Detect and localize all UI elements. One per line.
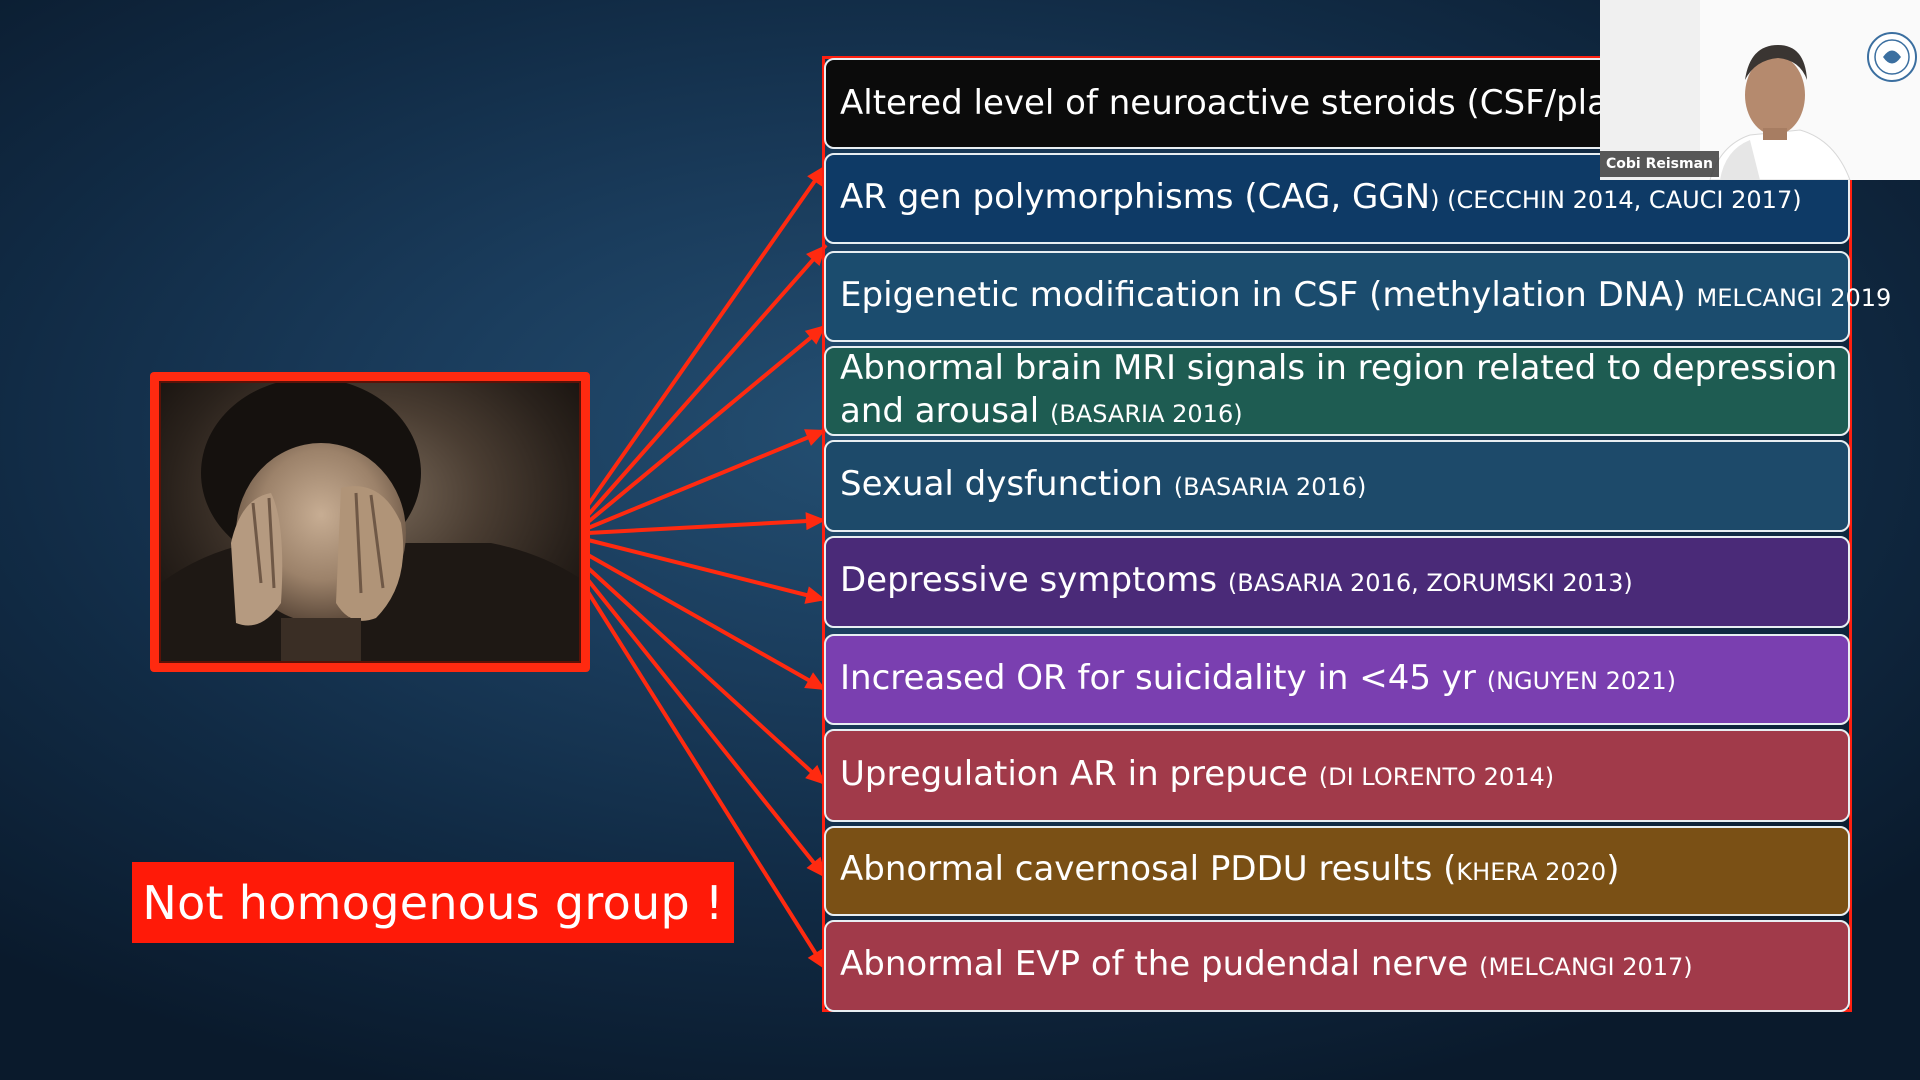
item-line: AR gen polymorphisms (CAG, GGN) (CECCHIN… (840, 176, 1834, 222)
item-text: Increased OR for suicidality in <45 yr (840, 657, 1487, 698)
item-line: Abnormal EVP of the pudendal nerve (MELC… (840, 943, 1834, 989)
item-line: Sexual dysfunction (BASARIA 2016) (840, 463, 1834, 509)
photo-frame (150, 372, 590, 672)
arrow-line (586, 243, 828, 517)
arrow-line (587, 518, 827, 535)
arrowhead-icon (804, 586, 826, 604)
item-citation: (NGUYEN 2021) (1486, 666, 1677, 695)
item-line: Upregulation AR in prepuce (DI LORENTO 2… (840, 753, 1834, 799)
arrow-line (587, 428, 827, 530)
society-logo-icon (1867, 32, 1917, 82)
list-item: Abnormal cavernosal PDDU results (KHERA … (824, 826, 1850, 916)
item-text: Depressive symptoms (840, 560, 1228, 600)
item-citation: (BASARIA 2016, ZORUMSKI 2013) (1227, 569, 1633, 597)
item-citation: (DI LORENTO 2014) (1318, 762, 1555, 791)
item-citation: (BASARIA 2016) (1173, 473, 1367, 501)
arrowhead-icon (807, 948, 826, 970)
item-text: Abnormal cavernosal PDDU results ( (840, 849, 1457, 889)
arrow-line (587, 538, 827, 602)
item-line: Depressive symptoms (BASARIA 2016, ZORUM… (840, 559, 1834, 605)
not-homogenous-label: Not homogenous group ! (132, 862, 734, 943)
speaker-name-tag: Cobi Reisman (1600, 151, 1719, 177)
arrow-line (586, 163, 828, 507)
item-citation: MELCANGI 2019 (1696, 283, 1892, 312)
list-item: Depressive symptoms (BASARIA 2016, ZORUM… (824, 536, 1850, 628)
arrowhead-icon (804, 429, 826, 446)
list-item: Increased OR for suicidality in <45 yr (… (824, 634, 1850, 725)
arrowhead-icon (804, 672, 826, 690)
arrowhead-icon (805, 512, 826, 531)
arrow-line (586, 578, 828, 880)
arrowhead-icon (805, 764, 826, 785)
list-item: Sexual dysfunction (BASARIA 2016) (824, 440, 1850, 532)
item-citation: KHERA 2020 (1456, 858, 1607, 886)
arrowhead-icon (804, 325, 826, 345)
item-text: Altered level of neuroactive steroids (C… (840, 83, 1659, 123)
item-text: and arousal (840, 390, 1050, 431)
item-text: Epigenetic modification in CSF (methylat… (840, 274, 1697, 315)
list-item: Abnormal brain MRI signals in region rel… (824, 346, 1850, 436)
item-line: Abnormal brain MRI signals in region rel… (840, 347, 1838, 390)
item-line: Increased OR for suicidality in <45 yr (… (840, 657, 1834, 703)
item-line: Altered level of neuroactive steroids (C… (840, 82, 1834, 125)
webcam-video[interactable] (1600, 0, 1920, 180)
man-silhouette-icon (161, 383, 579, 661)
arrowhead-icon (806, 856, 826, 878)
arrow-line (587, 553, 827, 692)
arrowhead-icon (806, 245, 826, 266)
arrow-line (586, 566, 828, 787)
arrow-line (586, 590, 828, 972)
arrowhead-icon (807, 165, 826, 187)
arrow-line (586, 323, 828, 524)
item-text: AR gen polymorphisms (CAG, GGN (840, 176, 1431, 217)
list-item: Abnormal EVP of the pudendal nerve (MELC… (824, 920, 1850, 1012)
item-citation: ) (CECCHIN 2014, CAUCI 2017) (1430, 185, 1802, 214)
item-text: Sexual dysfunction (840, 464, 1174, 504)
item-citation: (BASARIA 2016) (1050, 399, 1243, 428)
list-item: Upregulation AR in prepuce (DI LORENTO 2… (824, 729, 1850, 822)
list-item: Epigenetic modification in CSF (methylat… (824, 251, 1891, 342)
speaker-video-icon (1600, 0, 1920, 180)
item-text-tail: ) (1606, 849, 1620, 889)
item-citation: (MELCANGI 2017) (1479, 953, 1693, 981)
item-text: Upregulation AR in prepuce (840, 753, 1319, 794)
item-line: Epigenetic modification in CSF (methylat… (840, 274, 1891, 320)
depressed-man-photo (159, 381, 581, 663)
item-text: Abnormal EVP of the pudendal nerve (840, 944, 1480, 984)
item-line: and arousal (BASARIA 2016) (840, 390, 1834, 436)
item-text: Abnormal brain MRI signals in region rel… (840, 347, 1838, 388)
item-line: Abnormal cavernosal PDDU results (KHERA … (840, 848, 1834, 894)
